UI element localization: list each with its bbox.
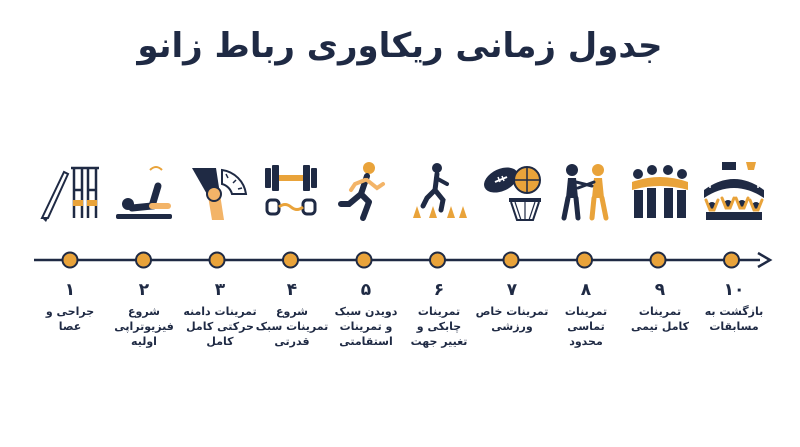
timeline-marker [723,251,740,269]
runner-icon [333,160,397,224]
icon-row [0,160,800,230]
step-number: ۸ [580,280,592,300]
step-label: بازگشت به مسابقات [704,305,764,333]
step-number: ۳ [214,280,226,300]
timeline-marker [502,251,520,269]
scalpel-crutches-icon [38,160,102,224]
step-4: ۴ شروع تمرینات سبک قدرتی [252,280,332,349]
step-number: ۱ [64,280,76,300]
step-label: تمرینات چابکی و تغییر جهت [410,305,468,348]
timeline-marker [649,251,667,269]
step-number: ۱۰ [723,280,745,300]
leg-raise-exercise-icon [112,160,176,224]
step-5: ۵ دویدن سبک و تمرینات استقامتی [326,280,406,349]
step-label: تمرینات کامل تیمی [630,305,690,333]
step-9: ۹ تمرینات کامل تیمی [622,280,698,334]
step-10: ۱۰ بازگشت به مسابقات [698,280,770,334]
step-6: ۶ تمرینات چابکی و تغییر جهت [403,280,475,349]
step-label: جراحی و عصا [45,305,95,333]
step-2: ۲ شروع فیزیوتراپی اولیه [108,280,180,349]
step-labels: ۱ جراحی و عصا ۲ شروع فیزیوتراپی اولیه ۳ … [0,280,800,430]
page-title: جدول زمانی ریکاوری رباط زانو [137,26,663,66]
timeline-marker [282,251,299,269]
timeline-marker [429,251,446,269]
timeline-marker [208,251,226,269]
step-number: ۶ [433,280,445,300]
step-number: ۴ [286,280,298,300]
agility-cones-icon [407,160,471,224]
timeline-marker [61,251,79,269]
step-label: تمرینات تماسی محدود [564,305,608,348]
timeline-axis [34,251,773,269]
timeline-marker [135,251,152,269]
timeline-marker [355,251,373,269]
step-number: ۹ [654,280,666,300]
step-label: شروع فیزیوتراپی اولیه [114,305,174,348]
step-label: تمرینات دامنه حرکتی کامل کامل [183,305,257,348]
step-label: دویدن سبک و تمرینات استقامتی [334,305,398,348]
step-label: تمرینات خاص ورزشی [475,305,549,333]
timeline-arrow-icon [757,251,773,269]
step-label: شروع تمرینات سبک قدرتی [255,305,329,348]
step-8: ۸ تمرینات تماسی محدود [550,280,622,349]
knee-range-of-motion-icon [186,160,250,224]
sports-balls-icon [481,160,545,224]
wrestling-contact-icon [554,160,618,224]
team-huddle-icon [628,160,692,224]
step-1: ۱ جراحی و عصا [34,280,106,334]
dumbbell-icon [259,160,323,224]
stadium-crowd-icon [702,160,766,224]
step-number: ۲ [138,280,150,300]
step-7: ۷ تمرینات خاص ورزشی [472,280,552,334]
step-3: ۳ تمرینات دامنه حرکتی کامل کامل [180,280,260,349]
timeline-marker [576,251,593,269]
step-number: ۷ [506,280,518,300]
step-number: ۵ [360,280,372,300]
